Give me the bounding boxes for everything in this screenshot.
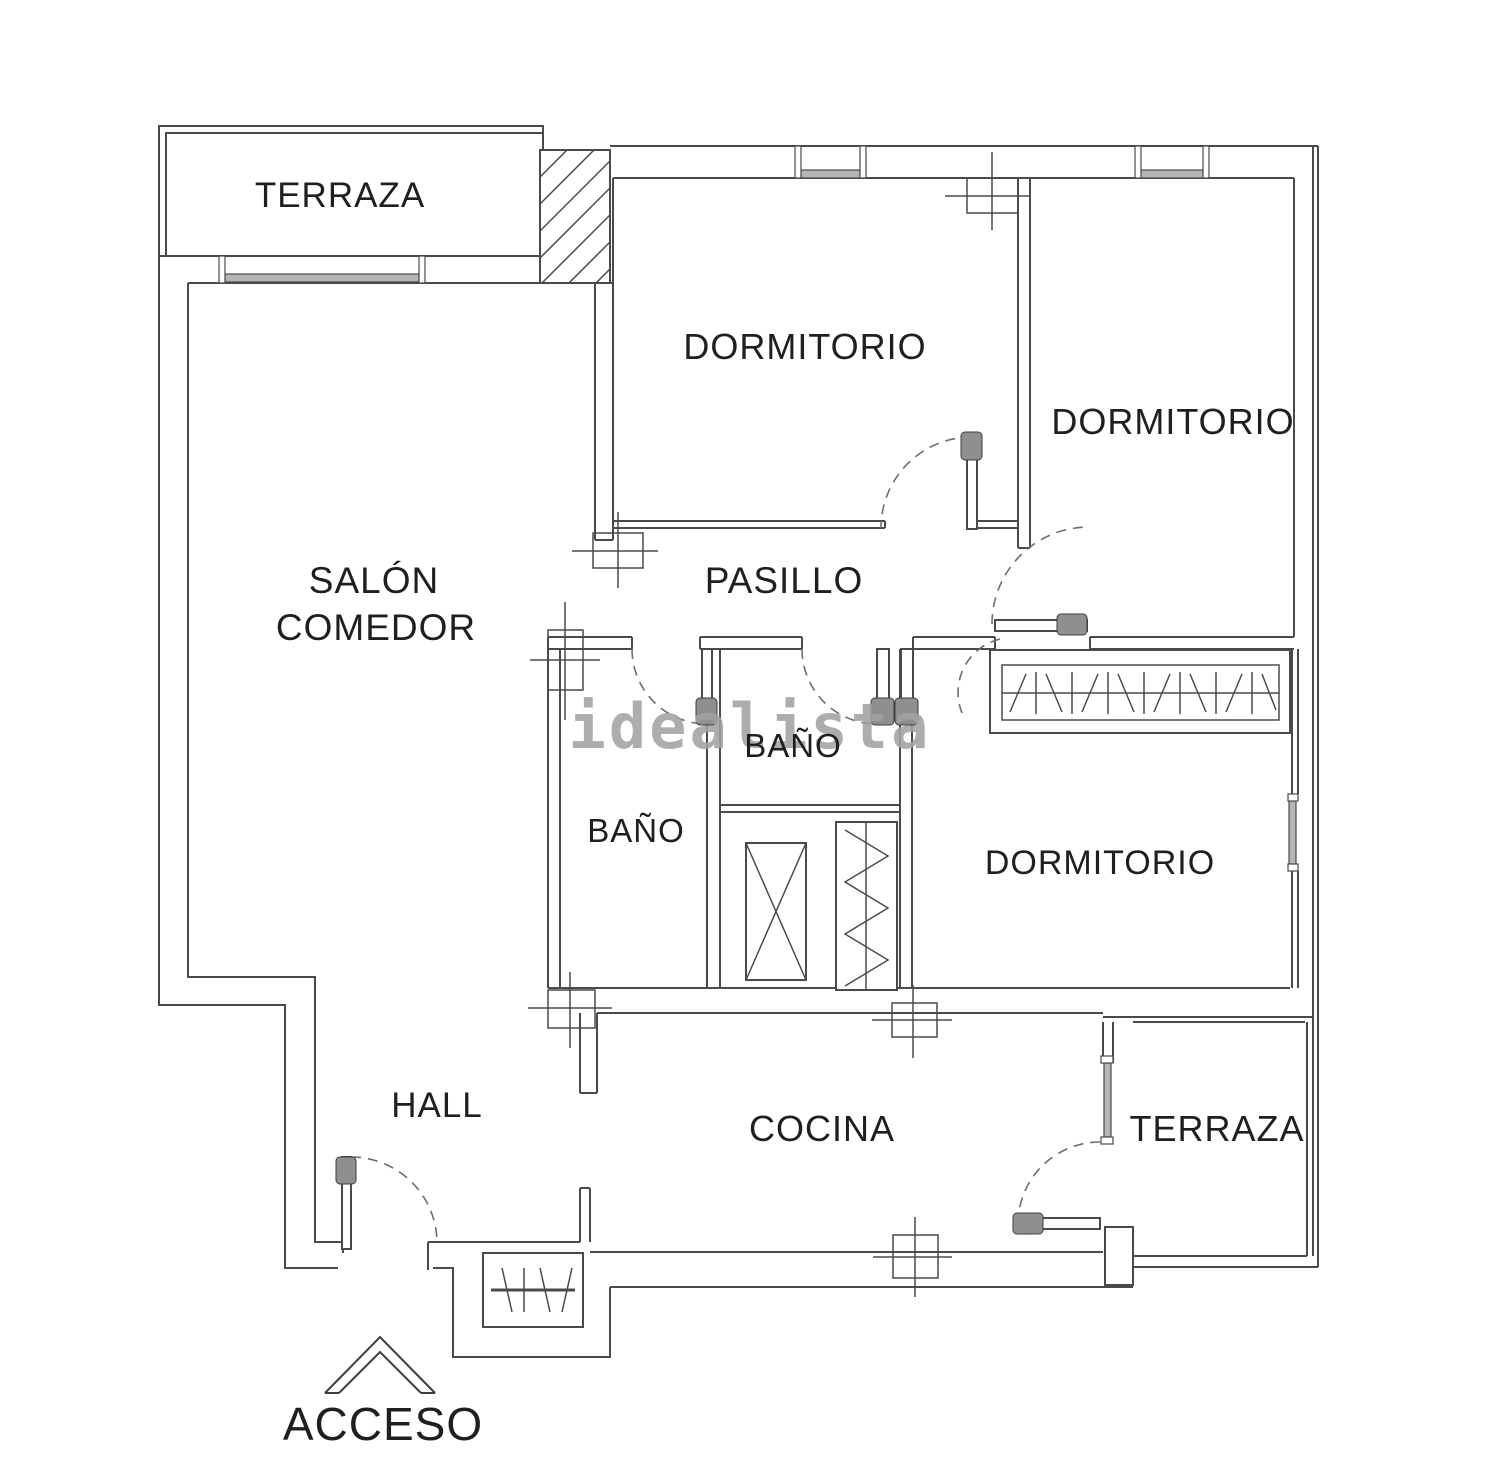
hatch-block xyxy=(539,149,611,284)
crosshair-mark-bath-bottom xyxy=(528,972,612,1048)
window-salon xyxy=(224,273,420,283)
room-label-hall: HALL xyxy=(391,1086,483,1125)
left-exterior-wall xyxy=(158,256,344,1269)
hinge-bath2-a xyxy=(870,697,895,726)
bath2-bottom-wall xyxy=(720,804,900,813)
hall-kitchen-stub-lower xyxy=(579,1187,591,1242)
hinge-bath1 xyxy=(695,697,718,726)
dorm1-bottom-wall xyxy=(613,520,1018,529)
door-hinges xyxy=(335,431,1088,1235)
room-labels: TERRAZA DORMITORIO DORMITORIO SALÓN COME… xyxy=(255,176,1304,1450)
window-dorm2 xyxy=(1140,169,1204,179)
dorm1-dorm2-partition xyxy=(1017,178,1031,549)
hinge-corridor xyxy=(1056,613,1088,636)
room-label-dormitorio-right: DORMITORIO xyxy=(1051,401,1294,442)
room-label-pasillo: PASILLO xyxy=(705,560,864,601)
door-arc-bath2 xyxy=(801,648,878,725)
top-exterior-wall xyxy=(610,145,1318,179)
hinge-entrance xyxy=(335,1156,357,1185)
hinge-terrace-se xyxy=(1012,1212,1044,1235)
right-exterior-wall xyxy=(1293,146,1319,1267)
window-dorm3 xyxy=(1288,800,1297,865)
access-arrow-icon xyxy=(324,1335,436,1394)
room-label-acceso: ACCESO xyxy=(283,1398,483,1450)
hinge-bath2-b xyxy=(894,697,919,726)
watermark: idealista xyxy=(569,690,932,763)
terrace-nw-railing xyxy=(158,125,544,256)
terrace-se-railing xyxy=(1133,1022,1318,1268)
crosshair-mark-salon-corner xyxy=(530,602,600,720)
crosshair-mark-kitchen-bottom xyxy=(873,1217,952,1297)
crosshair-mark-pasillo-west xyxy=(572,512,658,588)
dorm3-east-wall xyxy=(1291,649,1299,988)
door-arc-bath1 xyxy=(631,648,708,725)
closet-zigzag xyxy=(835,821,898,991)
hinge-dorm1 xyxy=(960,431,983,461)
door-arc-entrance xyxy=(350,1156,438,1244)
door-arc-corridor xyxy=(991,526,1090,625)
room-label-terraza-nw: TERRAZA xyxy=(255,176,425,215)
hall-kitchen-stub xyxy=(579,1013,598,1094)
room-label-bano-large: BAÑO xyxy=(587,812,685,849)
fixtures xyxy=(482,649,1291,1328)
crosshair-mark-top xyxy=(945,152,1030,230)
wardrobe-corridor xyxy=(989,649,1291,734)
terrace-se-wall-stub xyxy=(1104,1226,1134,1286)
room-label-dormitorio-center: DORMITORIO xyxy=(985,844,1215,882)
crosshair-mark-kitchen-top xyxy=(872,985,952,1058)
kitchen-bottom-wall xyxy=(590,1251,1133,1288)
door-arcs xyxy=(350,436,1101,1244)
room-label-dormitorio-top: DORMITORIO xyxy=(683,326,926,367)
room-label-salon-line1: SALÓN xyxy=(309,560,439,601)
room-label-salon-line2: COMEDOR xyxy=(276,607,476,648)
salon-bath-partition xyxy=(547,637,561,988)
kitchen-top-wall xyxy=(548,987,1290,1014)
shaft-x-box xyxy=(745,842,807,981)
room-label-cocina: COCINA xyxy=(749,1108,895,1149)
closet-entrance xyxy=(482,1252,584,1328)
window-terrace-se xyxy=(1103,1062,1112,1138)
southeast-outer-wall xyxy=(1103,1016,1313,1023)
room-label-terraza-se: TERRAZA xyxy=(1129,1108,1304,1149)
window-dorm1 xyxy=(800,169,861,179)
windows xyxy=(218,145,1299,1145)
room-label-bano-small: BAÑO xyxy=(744,727,842,764)
pasillo-south-wall xyxy=(548,636,1294,650)
door-arc-dorm1 xyxy=(880,436,973,529)
entrance-walls xyxy=(427,1241,611,1358)
door-arc-terrace-se xyxy=(1017,1141,1101,1225)
crosshair-marks xyxy=(528,152,1030,1297)
